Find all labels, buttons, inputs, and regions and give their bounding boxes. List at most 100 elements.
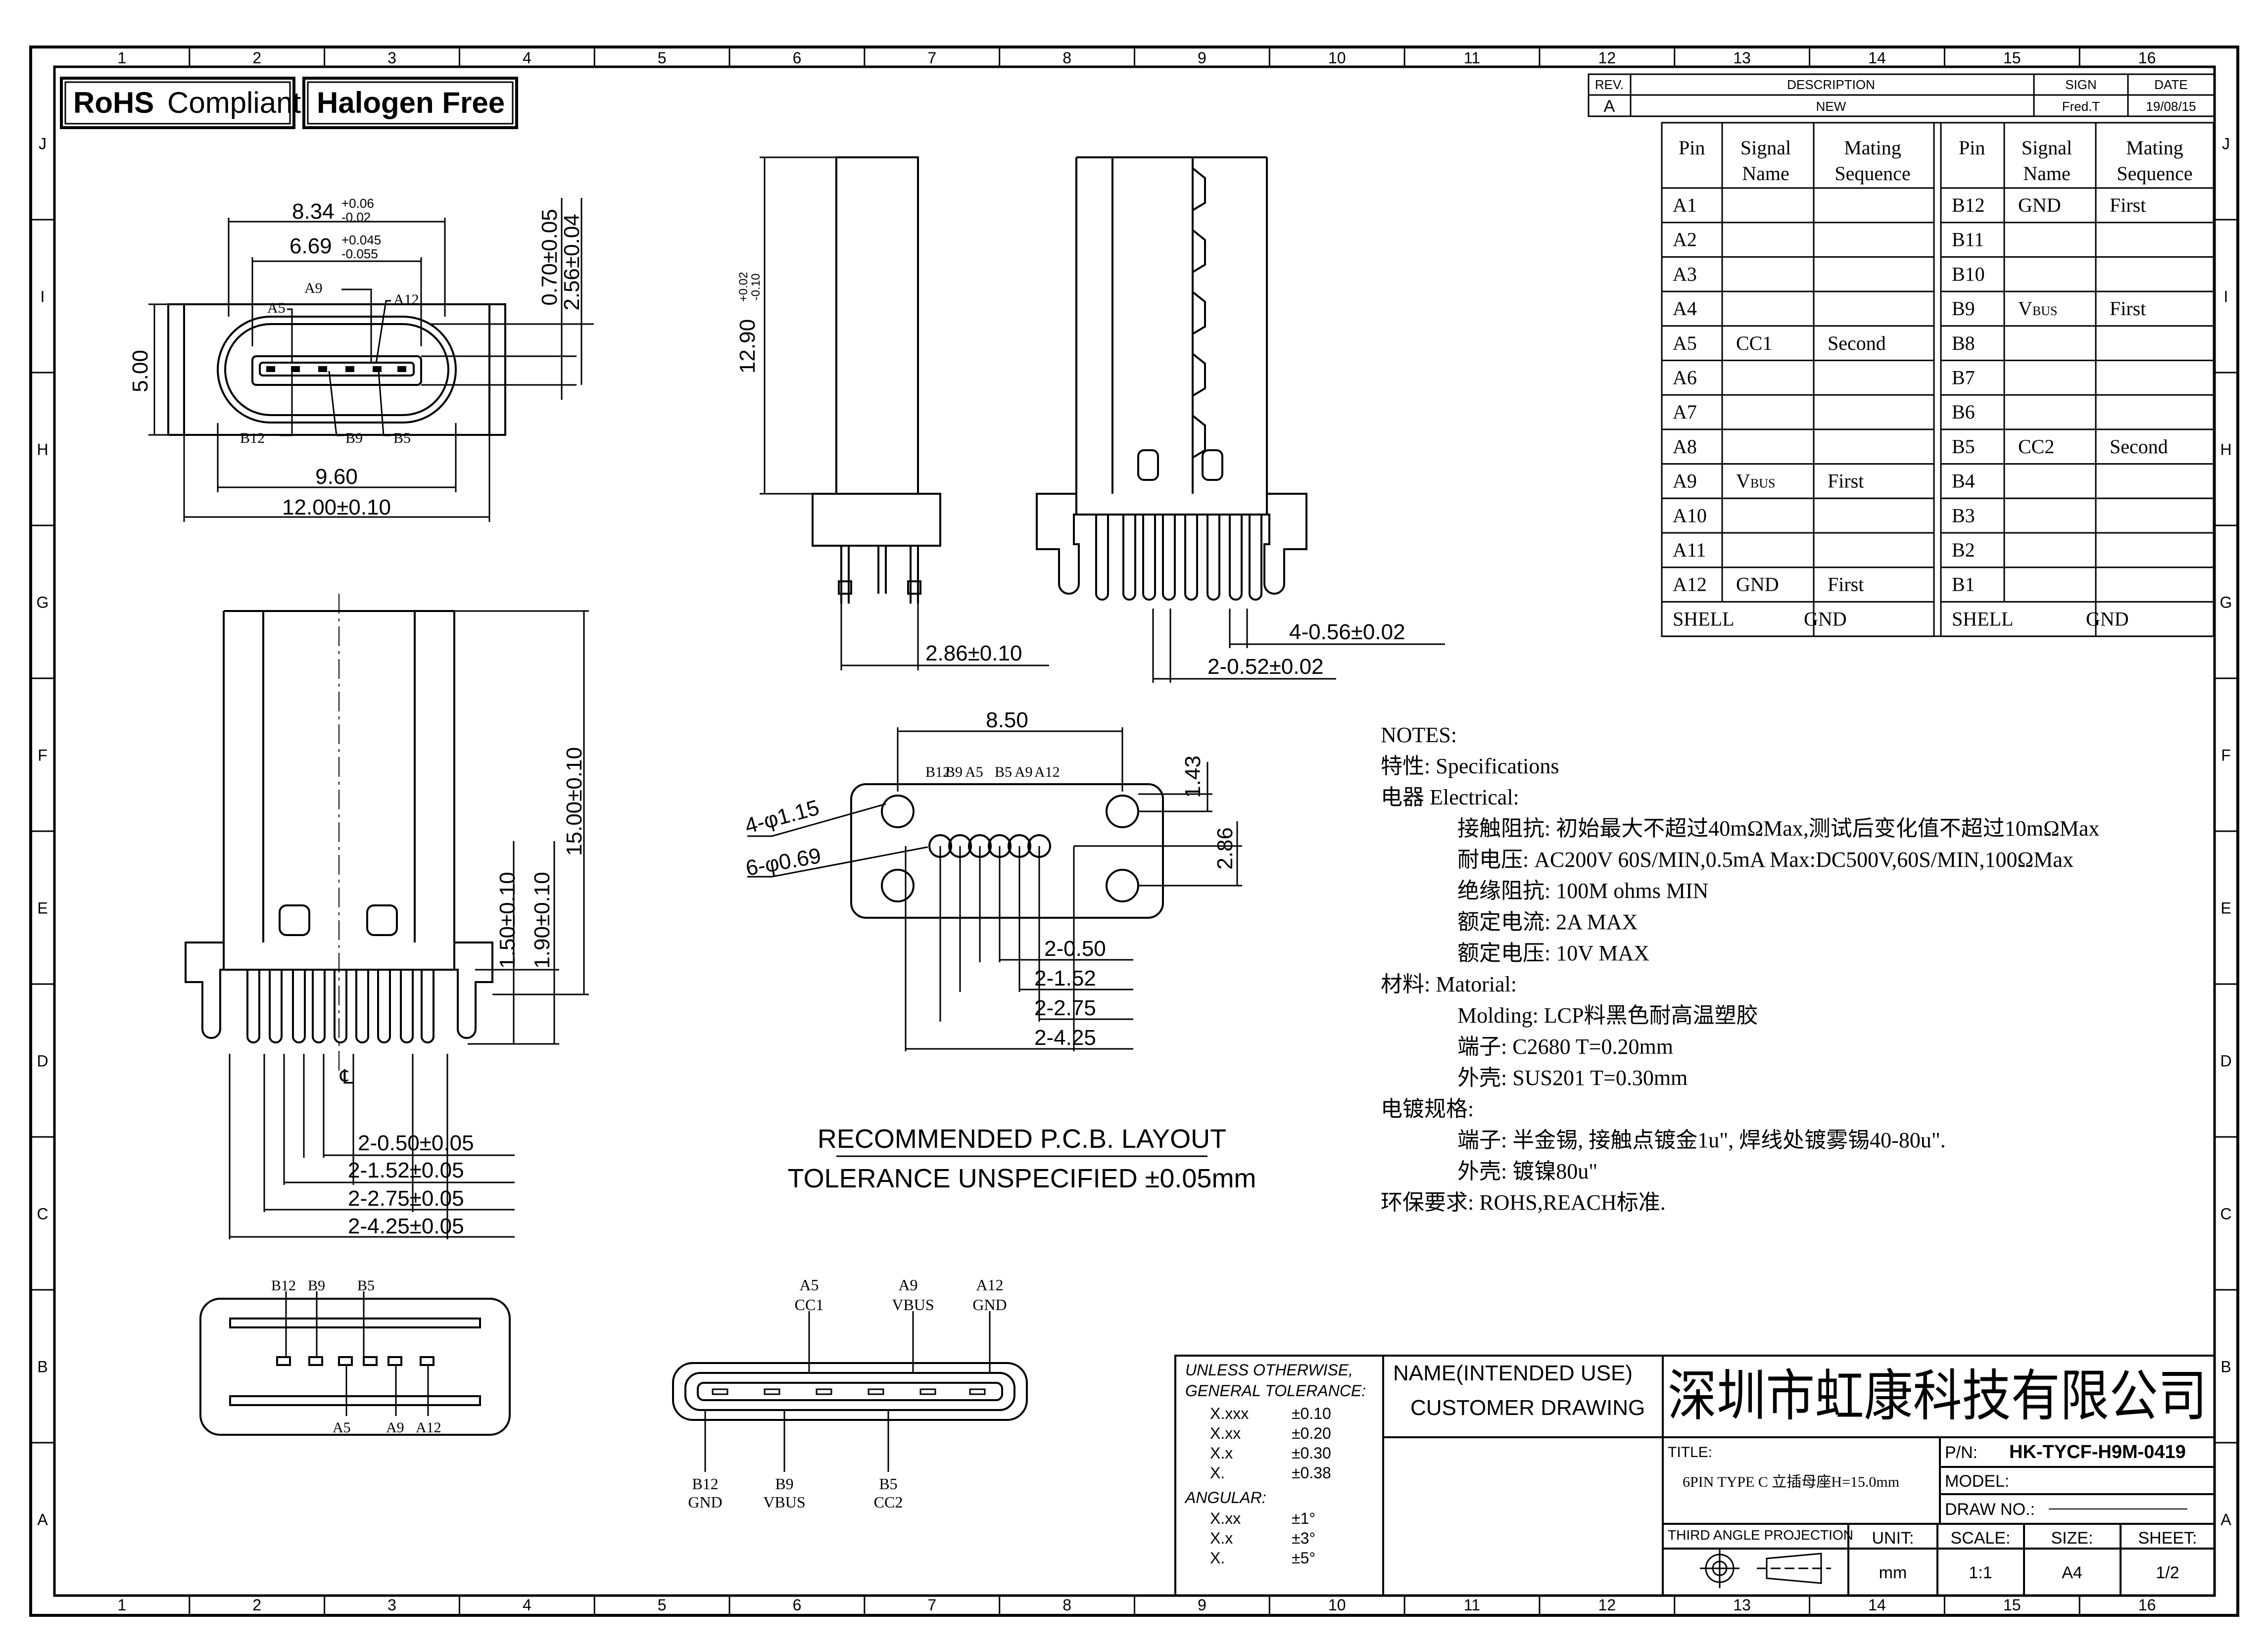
pin-cell-left: A2 bbox=[1673, 229, 1697, 251]
signal-header-right: Signal bbox=[2022, 137, 2072, 159]
dim-pcb275: 2-2.75 bbox=[1034, 996, 1096, 1020]
rec-label-a5: A5 bbox=[799, 1276, 819, 1294]
pin-cell-right: B7 bbox=[1952, 367, 1975, 389]
unit-label: UNIT: bbox=[1872, 1529, 1914, 1548]
grid-row-left: F bbox=[38, 747, 48, 764]
note-line: 接触阻抗: 初始最大不超过40mΩMax,测试后变化值不超过10mΩMax bbox=[1457, 816, 2099, 841]
grid-col-top: 12 bbox=[1598, 49, 1616, 67]
signal-header-left: Signal bbox=[1740, 137, 1791, 159]
dim-070: 0.70±0.05 bbox=[537, 209, 562, 305]
pin-cell-left: A10 bbox=[1673, 504, 1707, 526]
note-line: 外壳: 镀镍80u" bbox=[1457, 1159, 1597, 1183]
scale-label: SCALE: bbox=[1951, 1529, 2011, 1548]
terminal-pin bbox=[312, 970, 326, 1043]
rev-header: REV. bbox=[1595, 77, 1624, 92]
pin-header-right: Pin bbox=[1959, 137, 1985, 159]
terminal-pin bbox=[269, 970, 283, 1043]
dim-190: 1.90±0.10 bbox=[530, 872, 554, 968]
bottom-label-b12: B12 bbox=[271, 1277, 296, 1294]
dim-1290-tol-dn: -0.10 bbox=[749, 274, 763, 301]
dim-1290-tol-up: +0.02 bbox=[737, 272, 750, 302]
grid-row-right: I bbox=[2224, 288, 2228, 306]
mating-cell-right: First bbox=[2110, 297, 2146, 320]
pin-cell-left: A11 bbox=[1673, 539, 1706, 561]
grid-col-bottom: 3 bbox=[387, 1596, 396, 1614]
grid-col-top: 9 bbox=[1198, 49, 1206, 67]
front-elevation-labels: 15.00±0.10 1.50±0.10 1.90±0.10 ℄ 2-0.50±… bbox=[339, 747, 586, 1238]
grid-col-top: 6 bbox=[793, 49, 802, 67]
note-line: 耐电压: AC200V 60S/MIN,0.5mA Max:DC500V,60S… bbox=[1457, 848, 2074, 872]
grid-col-bottom: 4 bbox=[523, 1596, 531, 1614]
pin-cell-right: B4 bbox=[1952, 470, 1975, 492]
terminal-pin bbox=[1142, 515, 1156, 601]
grid-col-bottom: 5 bbox=[658, 1596, 667, 1614]
pin-cell-left: A12 bbox=[1673, 573, 1707, 596]
dim-pin056: 4-0.56±0.02 bbox=[1289, 620, 1405, 644]
pcb-pin-label: A9 bbox=[1014, 764, 1033, 780]
angular-key: X.xx bbox=[1210, 1509, 1241, 1527]
dim-834: 8.34 bbox=[292, 199, 335, 224]
dim-pcb425: 2-4.25 bbox=[1034, 1026, 1096, 1050]
grid-col-top: 11 bbox=[1464, 49, 1480, 67]
dim-pcb050: 2-0.50 bbox=[1044, 937, 1106, 961]
angular-key: X.x bbox=[1210, 1529, 1233, 1547]
compliant-label: Compliant bbox=[167, 86, 301, 119]
grid-col-top: 13 bbox=[1733, 49, 1751, 67]
label-b9: B9 bbox=[345, 430, 363, 446]
grid-col-top: 10 bbox=[1328, 49, 1346, 67]
dim-286-side: 2.86±0.10 bbox=[925, 641, 1022, 665]
note-line: 电器 Electrical: bbox=[1381, 785, 1519, 809]
tolerance-key: X.xx bbox=[1210, 1424, 1241, 1442]
angular-title: ANGULAR: bbox=[1184, 1489, 1266, 1507]
pcb-pin-label: B12 bbox=[925, 764, 950, 780]
mating-cell-right: GND bbox=[2086, 608, 2129, 630]
grid-col-top: 14 bbox=[1868, 49, 1886, 67]
note-line: Molding: LCP料黑色耐高温塑胶 bbox=[1457, 1003, 1758, 1028]
tolerance-key: X.xxx bbox=[1210, 1405, 1249, 1422]
grid-row-left: J bbox=[39, 135, 47, 153]
grid-row-left: C bbox=[37, 1205, 48, 1223]
grid-col-bottom: 15 bbox=[2003, 1596, 2021, 1614]
label-a5: A5 bbox=[267, 300, 286, 316]
date-header: DATE bbox=[2154, 77, 2187, 92]
grid-row-right: E bbox=[2220, 899, 2231, 917]
rec-label-gnd: GND bbox=[972, 1296, 1007, 1314]
grid-col-top: 7 bbox=[927, 49, 936, 67]
pin-cell-right: B3 bbox=[1952, 504, 1975, 526]
contact-pad bbox=[387, 1356, 402, 1366]
pin-cell-left: A1 bbox=[1673, 194, 1697, 216]
size-value: A4 bbox=[2062, 1563, 2082, 1582]
model-label: MODEL: bbox=[1945, 1472, 2009, 1491]
terminal-pin bbox=[334, 970, 347, 1043]
tolerance-key: X.x bbox=[1210, 1444, 1233, 1462]
bottom-view-labels: B12 B9 B5 A5 A9 A12 bbox=[271, 1277, 441, 1436]
grid-col-bottom: 12 bbox=[1598, 1596, 1616, 1614]
tolerance-value: ±0.38 bbox=[1292, 1464, 1331, 1482]
terminal-pin bbox=[355, 970, 369, 1043]
grid-col-top: 5 bbox=[658, 49, 667, 67]
size-label: SIZE: bbox=[2051, 1529, 2093, 1548]
contact-pad bbox=[308, 1356, 323, 1366]
grid-col-top: 1 bbox=[118, 49, 127, 67]
dim-669-tol-dn: -0.055 bbox=[341, 246, 378, 261]
label-b12: B12 bbox=[240, 430, 265, 446]
grid-row-right: H bbox=[2220, 441, 2231, 459]
pn-value: HK-TYCF-H9M-0419 bbox=[2009, 1442, 2186, 1462]
name-value: CUSTOMER DRAWING bbox=[1410, 1396, 1645, 1420]
grid-col-bottom: 7 bbox=[927, 1596, 936, 1614]
terminal-pin bbox=[400, 970, 414, 1043]
grid-col-bottom: 11 bbox=[1464, 1596, 1480, 1614]
terminal-pin bbox=[1229, 515, 1243, 601]
tolerance-key: X. bbox=[1210, 1464, 1225, 1482]
dim-pcb286: 2.86 bbox=[1213, 827, 1237, 870]
dim-256: 2.56±0.04 bbox=[560, 214, 584, 310]
contact-pad bbox=[816, 1388, 832, 1395]
sheet-value: 1/2 bbox=[2156, 1563, 2179, 1582]
pin-cell-left: A4 bbox=[1673, 297, 1697, 320]
mating-cell-left: GND bbox=[1804, 608, 1847, 630]
note-line: 特性: Specifications bbox=[1381, 754, 1559, 778]
pin-header-left: Pin bbox=[1679, 137, 1705, 159]
bottom-label-a5: A5 bbox=[333, 1419, 351, 1436]
